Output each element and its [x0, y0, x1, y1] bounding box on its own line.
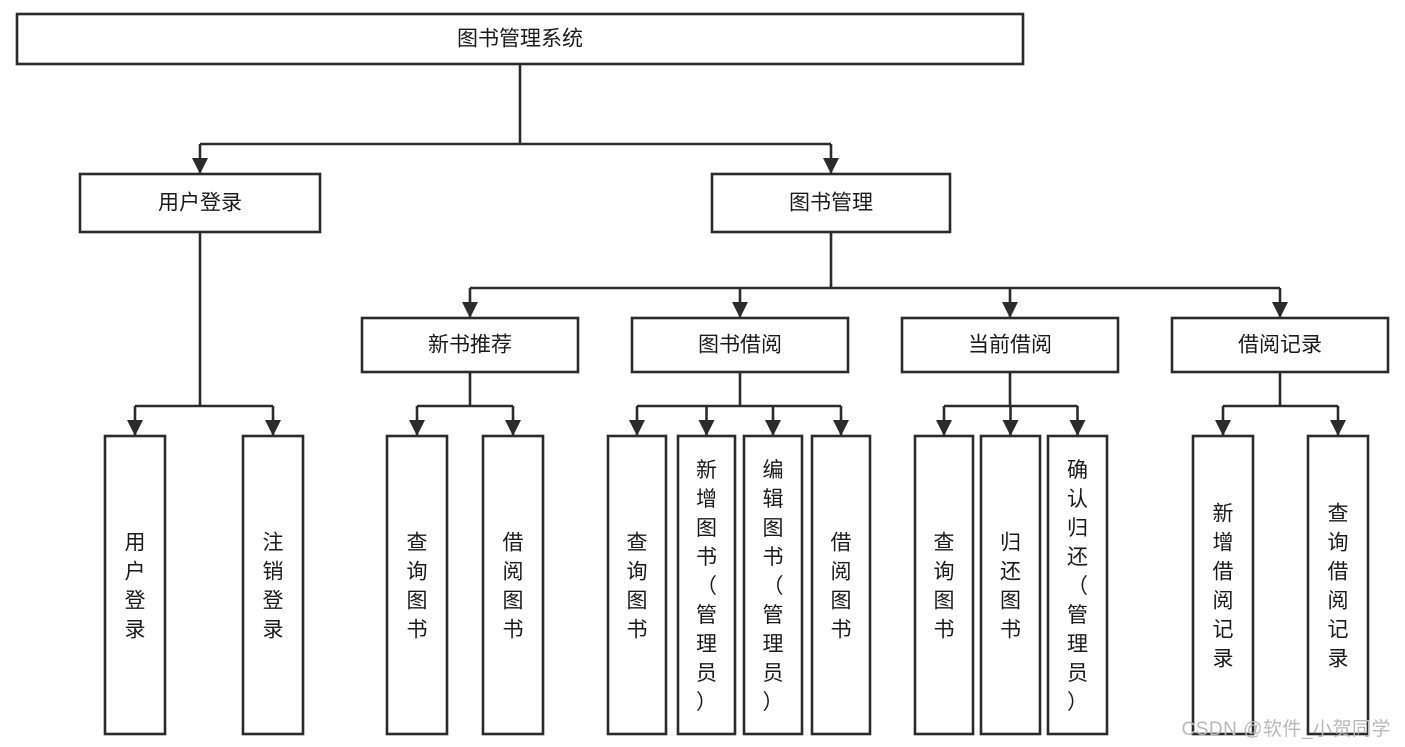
node-label: 图书管理系统 — [457, 28, 583, 51]
node-boxes-layer: 图书管理系统用户登录图书管理新书推荐图书借阅当前借阅借阅记录用户登录注销登录查询… — [15, 12, 1390, 736]
arrow-head-icon — [127, 420, 143, 436]
connector-lines-layer — [127, 64, 1346, 436]
arrow-head-icon — [732, 302, 748, 318]
node-box[interactable] — [1306, 434, 1370, 736]
node-box[interactable] — [360, 316, 580, 374]
arrow-head-icon — [833, 420, 849, 436]
node-label: 借阅图书 — [503, 532, 524, 642]
arrow-head-icon — [698, 420, 715, 436]
node-label: 查询图书 — [407, 532, 428, 642]
node-l3-c3[interactable]: 编辑图书（管理员） — [742, 434, 804, 736]
node-l3-d3[interactable]: 确认归还（管理员） — [1046, 434, 1109, 736]
node-l1-book-mgmt[interactable]: 图书管理 — [710, 172, 952, 234]
node-label: 查询借阅记录 — [1328, 503, 1349, 671]
node-box[interactable] — [710, 172, 952, 234]
arrow-head-icon — [936, 420, 952, 436]
node-box[interactable] — [78, 172, 322, 234]
node-label: 编辑图书（管理员） — [763, 459, 784, 714]
node-box[interactable] — [742, 434, 804, 736]
arrow-head-icon — [192, 158, 208, 174]
node-l3-d1[interactable]: 查询图书 — [913, 434, 975, 736]
arrow-head-icon — [1002, 302, 1018, 318]
arrow-head-icon — [409, 420, 425, 436]
node-label: 借阅记录 — [1238, 334, 1322, 357]
node-label: 查询图书 — [627, 532, 648, 642]
arrow-head-icon — [1069, 420, 1086, 436]
node-l2-new-book[interactable]: 新书推荐 — [360, 316, 580, 374]
node-l3-c1[interactable]: 查询图书 — [606, 434, 668, 736]
node-box[interactable] — [676, 434, 737, 736]
node-box[interactable] — [385, 434, 449, 736]
node-l3-a1[interactable]: 用户登录 — [103, 434, 167, 736]
node-label: 查询图书 — [934, 532, 955, 642]
node-box[interactable] — [913, 434, 975, 736]
node-label: 当前借阅 — [968, 334, 1052, 357]
node-label: 用户登录 — [158, 192, 242, 215]
node-label: 图书管理 — [789, 192, 873, 215]
node-l3-e1[interactable]: 新增借阅记录 — [1191, 434, 1255, 736]
node-label: 新增借阅记录 — [1213, 503, 1234, 671]
arrow-head-icon — [629, 420, 645, 436]
arrow-head-icon — [1215, 420, 1231, 436]
arrow-head-icon — [823, 158, 839, 174]
node-box[interactable] — [481, 434, 545, 736]
watermark-label: CSDN @软件_小贺同学 — [1181, 719, 1391, 740]
node-box[interactable] — [606, 434, 668, 736]
arrow-head-icon — [462, 302, 478, 318]
arrow-head-icon — [505, 420, 521, 436]
node-l3-b2[interactable]: 借阅图书 — [481, 434, 545, 736]
node-l3-c2[interactable]: 新增图书（管理员） — [676, 434, 737, 736]
node-box[interactable] — [15, 12, 1025, 66]
arrow-head-icon — [765, 420, 781, 436]
arrow-head-icon — [265, 420, 281, 436]
node-label: 借阅图书 — [831, 532, 852, 642]
node-label: 新增图书（管理员） — [696, 459, 717, 714]
arrow-head-icon — [1272, 302, 1288, 318]
node-box[interactable] — [1170, 316, 1390, 374]
node-box[interactable] — [979, 434, 1042, 736]
node-label: 确认归还（管理员） — [1067, 459, 1088, 714]
node-l2-borrow[interactable]: 图书借阅 — [630, 316, 850, 374]
node-box[interactable] — [103, 434, 167, 736]
arrow-head-icon — [1330, 420, 1346, 436]
node-label: 注销登录 — [263, 532, 284, 642]
node-l3-d2[interactable]: 归还图书 — [979, 434, 1042, 736]
node-box[interactable] — [900, 316, 1120, 374]
node-box[interactable] — [1191, 434, 1255, 736]
node-label: 新书推荐 — [428, 334, 512, 357]
node-l2-current[interactable]: 当前借阅 — [900, 316, 1120, 374]
node-box[interactable] — [1046, 434, 1109, 736]
arrow-head-icon — [1002, 420, 1019, 436]
node-box[interactable] — [810, 434, 872, 736]
node-label: 用户登录 — [125, 532, 146, 642]
node-l3-a2[interactable]: 注销登录 — [241, 434, 305, 736]
node-l3-b1[interactable]: 查询图书 — [385, 434, 449, 736]
node-label: 图书借阅 — [698, 334, 782, 357]
node-l2-record[interactable]: 借阅记录 — [1170, 316, 1390, 374]
node-l3-c4[interactable]: 借阅图书 — [810, 434, 872, 736]
node-root[interactable]: 图书管理系统 — [15, 12, 1025, 66]
node-l3-e2[interactable]: 查询借阅记录 — [1306, 434, 1370, 736]
node-l1-user-login[interactable]: 用户登录 — [78, 172, 322, 234]
node-box[interactable] — [241, 434, 305, 736]
node-label: 归还图书 — [1000, 532, 1021, 642]
node-box[interactable] — [630, 316, 850, 374]
